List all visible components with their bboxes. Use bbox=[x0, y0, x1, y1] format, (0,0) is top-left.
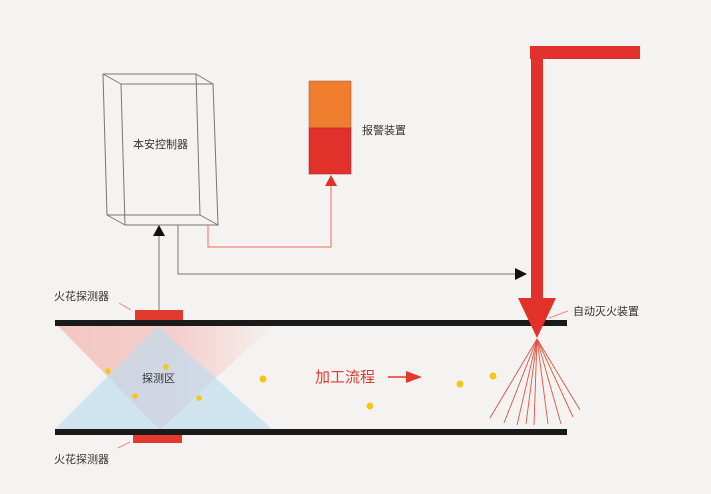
top-spark-detector bbox=[135, 310, 183, 320]
spark bbox=[132, 393, 138, 399]
top-detector-label: 火花探测器 bbox=[54, 290, 109, 303]
controller-to-extinguisher-line bbox=[177, 225, 515, 275]
spray-line bbox=[536, 338, 574, 418]
spark bbox=[489, 372, 497, 380]
spray-line bbox=[536, 338, 562, 425]
extinguisher-leader bbox=[548, 310, 569, 319]
alarm-device-top bbox=[308, 80, 352, 129]
alarm-device-bottom bbox=[308, 127, 352, 175]
extinguisher-supply-pipe bbox=[530, 46, 640, 298]
controller-label: 本安控制器 bbox=[133, 137, 188, 151]
spark bbox=[196, 395, 202, 401]
spark bbox=[163, 364, 169, 370]
extinguisher-label: 自动灭火装置 bbox=[573, 305, 639, 318]
spray-line bbox=[489, 338, 538, 419]
arrow-up-icon bbox=[153, 225, 165, 236]
extinguisher-nozzle-arrow bbox=[518, 298, 556, 338]
bottom-detector-label: 火花探测器 bbox=[54, 453, 109, 466]
alarm-label: 报警装置 bbox=[362, 123, 406, 137]
flow-arrow-icon bbox=[406, 371, 422, 383]
spark bbox=[456, 380, 464, 388]
pipe-top-wall bbox=[55, 320, 567, 326]
spray-line bbox=[516, 338, 538, 426]
detection-zone-bottom-beam bbox=[55, 326, 272, 429]
arrow-right-icon bbox=[515, 268, 527, 280]
spray-line bbox=[536, 338, 581, 411]
alarm-arrow-icon bbox=[325, 175, 337, 186]
spray-line bbox=[533, 338, 538, 426]
controller-box bbox=[102, 73, 219, 226]
process-flow-label: 加工流程 bbox=[315, 368, 375, 386]
controller-to-alarm-line bbox=[207, 186, 332, 248]
spray-line bbox=[525, 338, 538, 425]
spray-line bbox=[503, 338, 538, 424]
spark bbox=[105, 368, 111, 374]
pipe-bottom-wall bbox=[55, 429, 567, 435]
spark bbox=[366, 402, 374, 410]
detection-zone-label: 探测区 bbox=[142, 372, 175, 385]
spark bbox=[259, 375, 267, 383]
bottom-detector-leader bbox=[117, 441, 131, 449]
top-detector-leader bbox=[118, 302, 132, 311]
bottom-spark-detector bbox=[133, 435, 182, 443]
spray-line bbox=[536, 338, 549, 425]
spray-lines bbox=[489, 338, 581, 426]
sparks bbox=[105, 364, 497, 410]
